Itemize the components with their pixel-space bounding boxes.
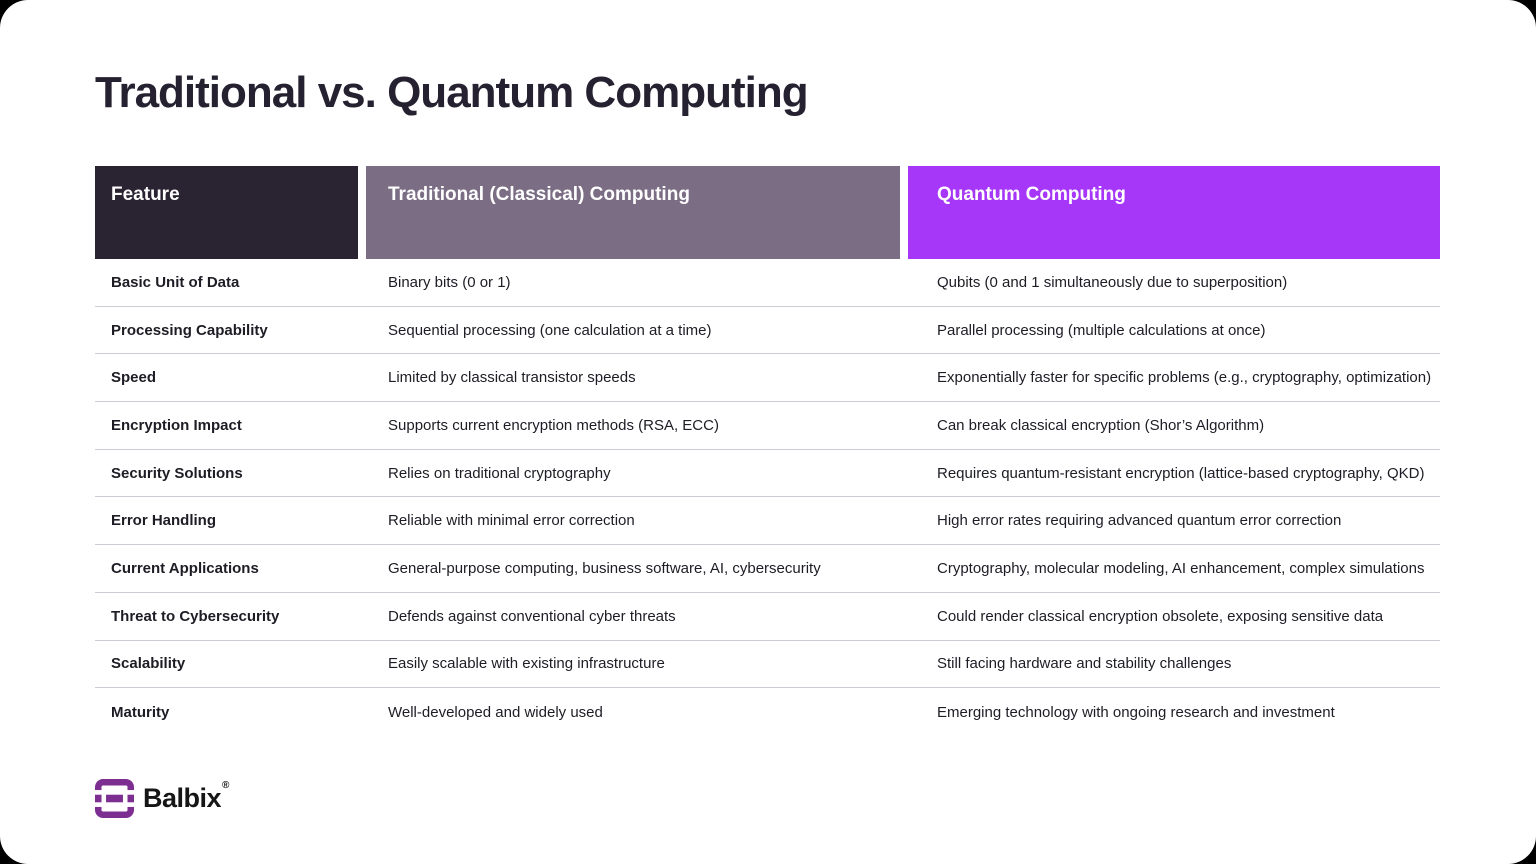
cell-classical: General-purpose computing, business soft…: [388, 559, 821, 577]
header-classical-computing: Traditional (Classical) Computing: [366, 166, 900, 259]
cell-quantum: High error rates requiring advanced quan…: [937, 512, 1342, 530]
cell-quantum: Still facing hardware and stability chal…: [937, 655, 1232, 673]
cell-classical: Easily scalable with existing infrastruc…: [388, 655, 665, 673]
cell-classical: Limited by classical transistor speeds: [388, 369, 636, 387]
header-quantum-label: Quantum Computing: [937, 184, 1126, 205]
table-row: Maturity Well-developed and widely used …: [95, 688, 1440, 736]
cell-feature: Scalability: [111, 655, 186, 673]
cell-feature: Speed: [111, 369, 157, 387]
cell-feature: Error Handling: [111, 512, 217, 530]
cell-classical: Relies on traditional cryptography: [388, 464, 611, 482]
balbix-logo-icon: [95, 779, 134, 818]
registered-trademark-symbol: ®: [222, 780, 229, 791]
cell-feature: Maturity: [111, 703, 170, 721]
table-row: Encryption Impact Supports current encry…: [95, 402, 1440, 450]
table-row: Processing Capability Sequential process…: [95, 307, 1440, 355]
header-classical-label: Traditional (Classical) Computing: [388, 184, 690, 205]
cell-quantum: Requires quantum-resistant encryption (l…: [937, 464, 1425, 482]
table-row: Scalability Easily scalable with existin…: [95, 641, 1440, 689]
cell-feature: Processing Capability: [111, 321, 268, 339]
table-row: Basic Unit of Data Binary bits (0 or 1) …: [95, 259, 1440, 307]
table-row: Error Handling Reliable with minimal err…: [95, 497, 1440, 546]
header-feature: Feature: [95, 166, 358, 259]
header-quantum-computing: Quantum Computing: [908, 166, 1440, 259]
table-row: Security Solutions Relies on traditional…: [95, 450, 1440, 498]
cell-classical: Well-developed and widely used: [388, 703, 603, 721]
brand-name: Balbix: [143, 783, 222, 813]
cell-classical: Supports current encryption methods (RSA…: [388, 416, 719, 434]
balbix-wordmark: Balbix®: [143, 780, 229, 814]
cell-feature: Encryption Impact: [111, 416, 242, 434]
cell-quantum: Qubits (0 and 1 simultaneously due to su…: [937, 273, 1288, 291]
table-row: Speed Limited by classical transistor sp…: [95, 354, 1440, 403]
table-row: Threat to Cybersecurity Defends against …: [95, 593, 1440, 641]
cell-classical: Binary bits (0 or 1): [388, 273, 511, 291]
cell-feature: Basic Unit of Data: [111, 273, 240, 291]
balbix-logo: Balbix®: [95, 779, 229, 818]
cell-feature: Threat to Cybersecurity: [111, 607, 280, 625]
header-feature-label: Feature: [111, 184, 180, 205]
cell-quantum: Could render classical encryption obsole…: [937, 607, 1384, 625]
table-row: Current Applications General-purpose com…: [95, 545, 1440, 593]
page-title: Traditional vs. Quantum Computing: [95, 68, 809, 117]
cell-classical: Sequential processing (one calculation a…: [388, 321, 712, 339]
cell-quantum: Exponentially faster for specific proble…: [937, 369, 1432, 387]
cell-quantum: Can break classical encryption (Shor’s A…: [937, 416, 1265, 434]
comparison-table-body: Basic Unit of Data Binary bits (0 or 1) …: [95, 259, 1440, 736]
cell-quantum: Emerging technology with ongoing researc…: [937, 703, 1335, 721]
cell-quantum: Parallel processing (multiple calculatio…: [937, 321, 1266, 339]
cell-quantum: Cryptography, molecular modeling, AI enh…: [937, 559, 1425, 577]
cell-classical: Reliable with minimal error correction: [388, 512, 635, 530]
table-header-row: Feature Traditional (Classical) Computin…: [95, 166, 1440, 259]
cell-feature: Security Solutions: [111, 464, 243, 482]
cell-feature: Current Applications: [111, 559, 259, 577]
cell-classical: Defends against conventional cyber threa…: [388, 607, 676, 625]
